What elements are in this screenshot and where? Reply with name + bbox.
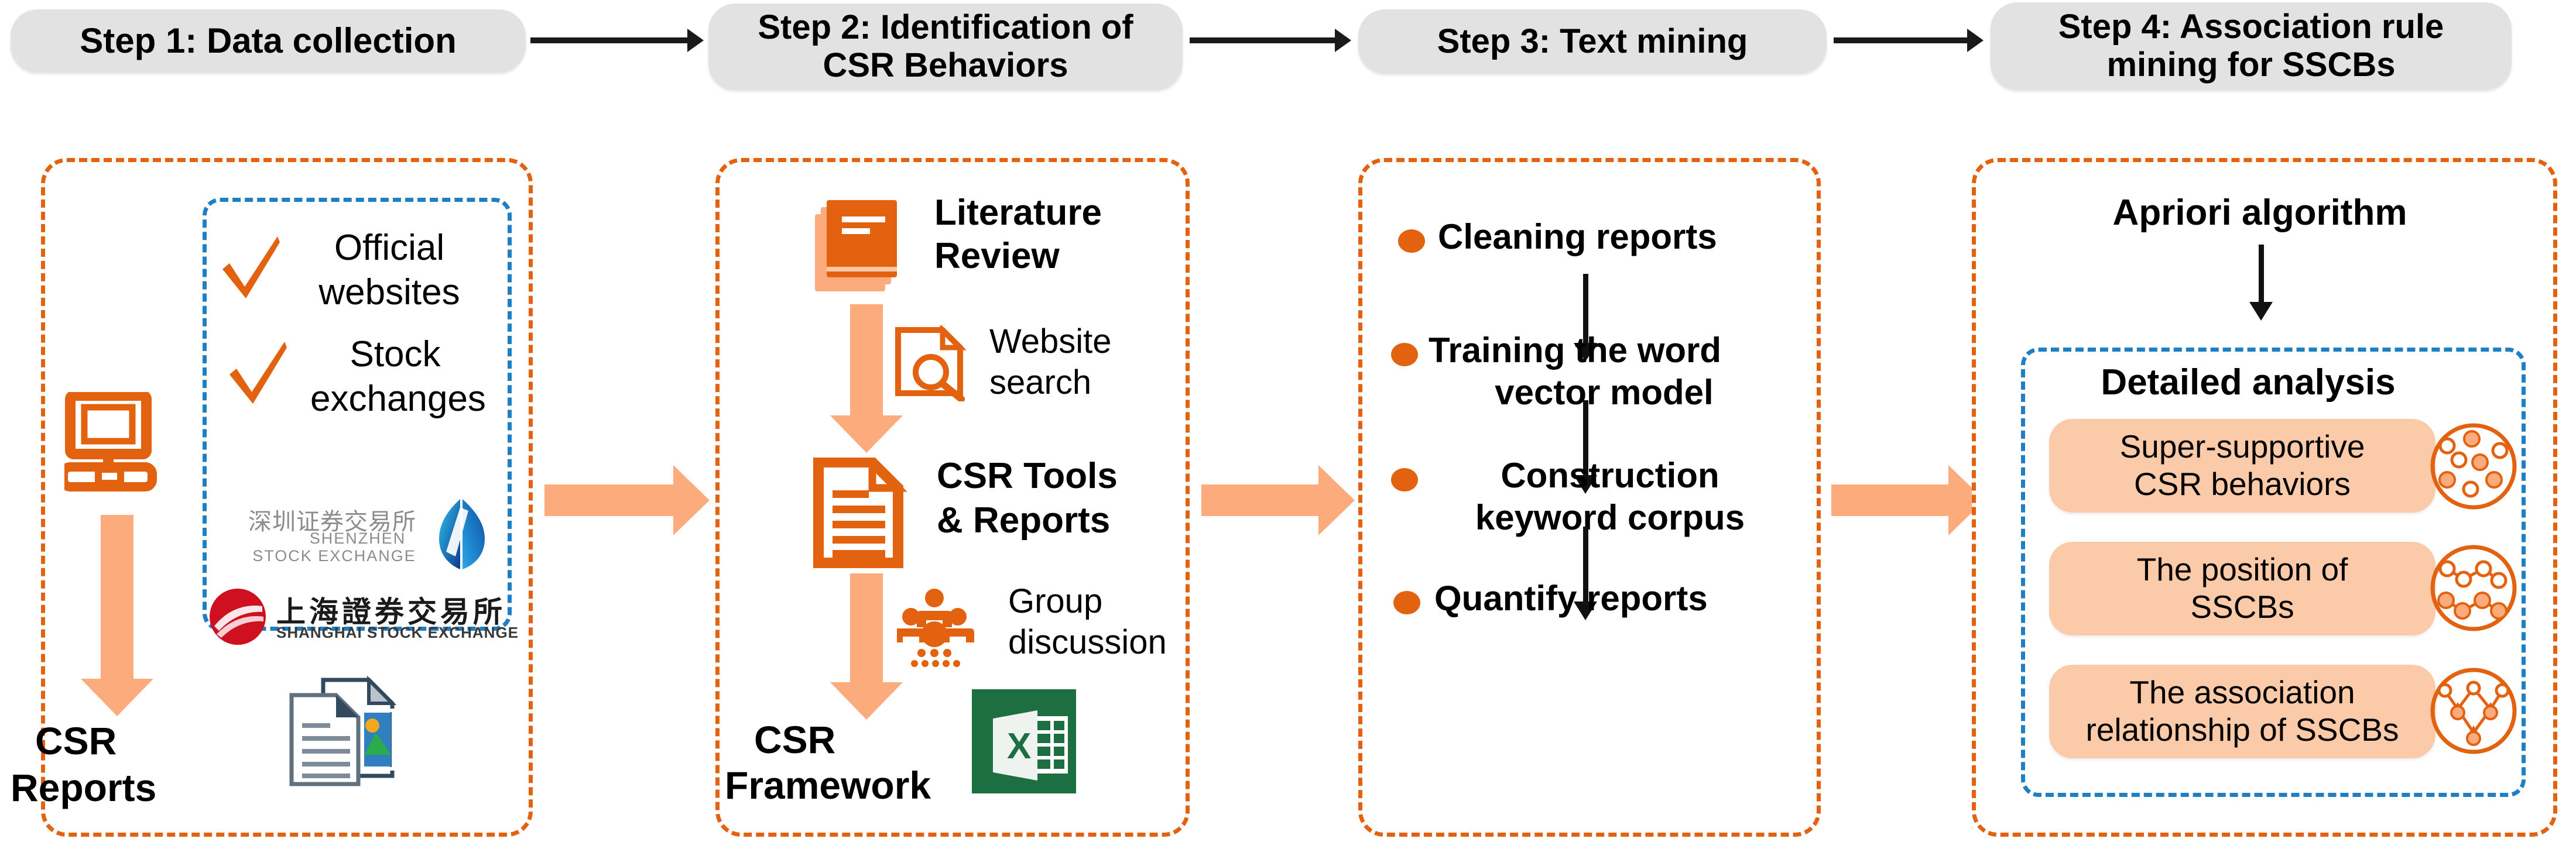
check-icon: [226, 338, 290, 408]
shanghai-stock-exchange-logo: 上海證券交易所 SHANGHAI STOCK EXCHANGE: [203, 585, 518, 649]
source-label-stock-exchanges-line1: Stock: [350, 334, 441, 374]
step-pill-3[interactable]: Step 3: Text mining: [1358, 9, 1827, 74]
text-mining-arrow-2: [1574, 400, 1597, 494]
text-mining-step-2-line2: vector model: [1495, 373, 1714, 412]
analysis-pill-1-line2: CSR behaviors: [2134, 466, 2351, 502]
apriori-algorithm-title: Apriori algorithm: [2112, 193, 2407, 233]
apriori-to-analysis-arrow: [2249, 245, 2273, 321]
analysis-pill-1-line1: Super-supportive: [2119, 428, 2365, 465]
csr-framework-label-line2: Framework: [725, 764, 931, 807]
panel-text-mining: [1358, 158, 1821, 837]
text-mining-step-2-line1: Training the word: [1429, 331, 1722, 370]
header-arrow-2-to-3: [1190, 29, 1351, 52]
step-pill-3-line-1: Step 3: Text mining: [1437, 22, 1748, 60]
flow-arrow-literature-to-tools: [830, 304, 903, 453]
group-discussion-icon: [895, 585, 996, 673]
group-discussion-label-line2: discussion: [1008, 623, 1167, 661]
flow-arrow-panel2-to-panel3: [1201, 465, 1355, 535]
documents-icon: [275, 667, 410, 796]
csr-reports-label-line2: Reports: [11, 766, 157, 809]
scatter-nodes-circle-icon: [2430, 422, 2517, 510]
csr-tools-label-line2: & Reports: [937, 500, 1111, 541]
szse-shield-mark: [439, 499, 485, 569]
sse-english-name: SHANGHAI STOCK EXCHANGE: [276, 624, 519, 641]
source-label-stock-exchanges-line2: exchanges: [310, 379, 486, 419]
szse-english-line2: STOCK EXCHANGE: [252, 547, 416, 565]
header-arrow-3-to-4: [1834, 29, 1984, 52]
text-mining-step-3-line2: keyword corpus: [1475, 498, 1745, 537]
flow-arrow-collect-to-reports: [81, 515, 153, 716]
analysis-pill-3-line1: The association: [2129, 674, 2355, 711]
source-label-official-websites-line1: Official: [334, 228, 445, 268]
step-pill-4-line-1: Step 4: Association rule: [2058, 8, 2444, 46]
computer-monitor-icon: [59, 390, 176, 491]
book-stack-icon: [811, 192, 917, 303]
literature-review-label-line1: Literature: [934, 193, 1102, 233]
flow-arrow-tools-to-framework: [830, 573, 903, 720]
csr-framework-label-line1: CSR: [754, 718, 836, 761]
text-mining-arrow-1: [1574, 274, 1597, 362]
website-search-label-line1: Website: [989, 322, 1112, 360]
analysis-pill-3-line2: relationship of SSCBs: [2085, 711, 2399, 748]
step-pill-1-line-1: Step 1: Data collection: [80, 21, 457, 61]
check-icon: [219, 233, 283, 303]
excel-icon: X: [972, 689, 1076, 793]
document-lines-icon: [811, 453, 917, 569]
step-pill-2-line-2: CSR Behaviors: [823, 46, 1068, 84]
text-mining-step-4-line1: Quantify reports: [1434, 579, 1708, 618]
flow-arrow-panel3-to-panel4: [1831, 465, 1985, 535]
text-mining-step-3-line1: Construction: [1501, 456, 1719, 495]
analysis-pill-position-of-sscbs[interactable]: The position of SSCBs: [2049, 542, 2435, 635]
literature-review-label-line2: Review: [934, 236, 1060, 276]
step-pill-1[interactable]: Step 1: Data collection: [11, 9, 526, 73]
group-discussion-label-line1: Group: [1008, 582, 1103, 620]
step-pill-2[interactable]: Step 2: Identification of CSR Behaviors: [708, 4, 1183, 90]
sse-chinese-name: 上海證券交易所: [276, 594, 506, 629]
svg-text:X: X: [1007, 726, 1031, 766]
source-label-official-websites-line2: websites: [318, 272, 460, 312]
step-pill-4-line-2: mining for SSCBs: [2106, 46, 2396, 84]
bullet-icon: [1398, 229, 1425, 253]
website-search-label-line2: search: [989, 363, 1092, 401]
panel-csr-behavior-identification: [715, 158, 1190, 837]
szse-english-line1: SHENZHEN: [309, 530, 406, 547]
text-mining-step-1-line1: Cleaning reports: [1438, 217, 1717, 256]
step-pill-2-line-1: Step 2: Identification of: [758, 8, 1133, 47]
header-arrow-1-to-2: [530, 29, 704, 52]
szse-chinese-name: 深圳证券交易所: [248, 508, 416, 535]
analysis-pill-super-supportive[interactable]: Super-supportive CSR behaviors: [2049, 419, 2435, 513]
flow-arrow-panel1-to-panel2: [544, 465, 710, 535]
csr-tools-label-line1: CSR Tools: [937, 456, 1118, 496]
detailed-analysis-title: Detailed analysis: [2101, 362, 2396, 403]
analysis-pill-association-relationship[interactable]: The association relationship of SSCBs: [2049, 665, 2435, 758]
analysis-pill-2-line1: The position of: [2136, 551, 2348, 588]
linked-nodes-circle-icon: [2430, 544, 2517, 632]
step-pill-4[interactable]: Step 4: Association rule mining for SSCB…: [1991, 2, 2512, 90]
association-network-circle-icon: [2430, 667, 2517, 755]
bullet-icon: [1391, 468, 1418, 491]
csr-reports-label-line1: CSR: [35, 719, 117, 762]
shenzhen-stock-exchange-logo: 深圳证券交易所 SHENZHEN STOCK EXCHANGE: [214, 499, 495, 576]
text-mining-arrow-3: [1574, 527, 1597, 620]
bullet-icon: [1391, 343, 1418, 366]
website-search-icon: [892, 324, 974, 403]
analysis-pill-2-line2: SSCBs: [2190, 589, 2294, 625]
sse-red-circle-mark: [210, 589, 266, 645]
bullet-icon: [1393, 591, 1420, 614]
